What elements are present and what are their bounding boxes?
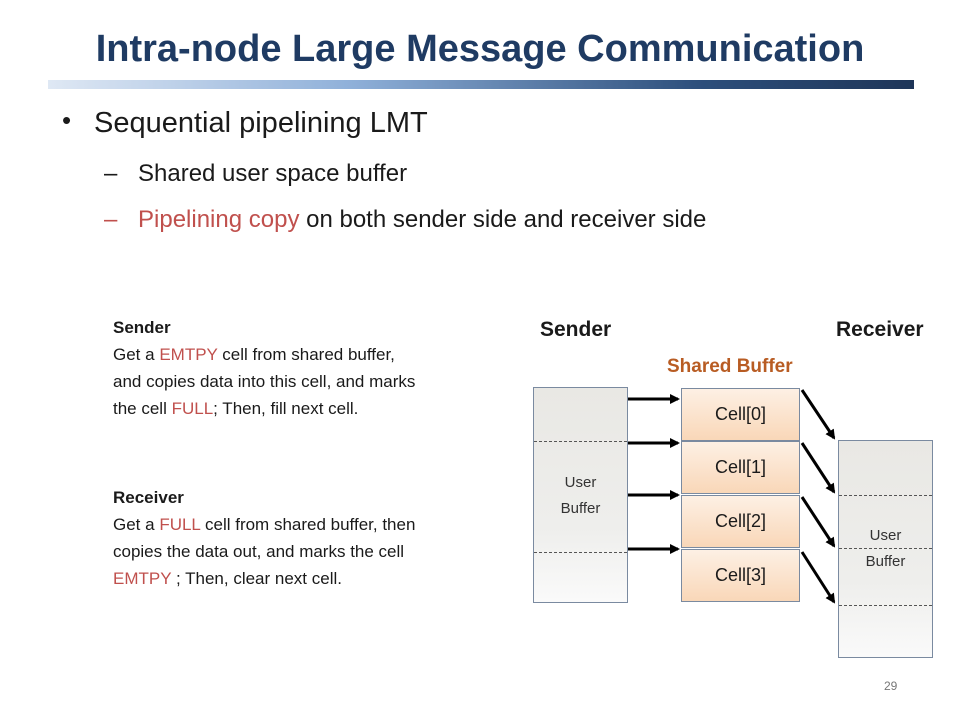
copy-out-arrow-3 — [800, 551, 836, 604]
slide-title: Intra-node Large Message Communication — [95, 28, 865, 70]
title-underline — [48, 80, 914, 89]
buffer-divider — [839, 605, 932, 606]
sub-bullet-2-text: on both sender side and receiver side — [299, 206, 707, 233]
sub-bullet-2: –Pipelining copy on both sender side and… — [104, 206, 706, 234]
user-buffer-label-line1: User — [869, 527, 902, 544]
receiver-column-label: Receiver — [836, 318, 924, 341]
receiver-user-buffer: User Buffer — [838, 440, 933, 658]
sender-desc-heading: Sender — [113, 318, 171, 337]
sub-bullet-2-highlight: Pipelining copy — [138, 206, 300, 233]
text-run: the cell — [113, 399, 172, 418]
buffer-divider — [839, 548, 932, 549]
user-buffer-label-line2: Buffer — [560, 500, 601, 517]
text-run: ; Then, fill next cell. — [213, 399, 359, 418]
copy-out-arrow-0 — [800, 389, 836, 440]
main-bullet-text: Sequential pipelining LMT — [94, 107, 428, 139]
text-run: Get a — [113, 345, 160, 364]
keyword-full: FULL — [159, 515, 201, 534]
receiver-desc-heading: Receiver — [113, 488, 184, 507]
sender-column-label: Sender — [540, 318, 612, 341]
sender-desc-line-3: the cell FULL; Then, fill next cell. — [113, 395, 415, 422]
shared-buffer-cell-2: Cell[2] — [681, 495, 800, 548]
dash-icon: – — [104, 206, 118, 233]
buffer-divider — [534, 552, 627, 553]
text-run: cell from shared buffer, then — [200, 515, 416, 534]
shared-buffer-label: Shared Buffer — [667, 356, 793, 377]
sender-desc-line-2: and copies data into this cell, and mark… — [113, 372, 416, 391]
user-buffer-label-line1: User — [564, 474, 597, 491]
sub-bullet-1: –Shared user space buffer — [104, 160, 407, 188]
shared-buffer-cell-3: Cell[3] — [681, 549, 800, 602]
page-number: 29 — [884, 679, 898, 693]
receiver-description: Receiver Get a FULL cell from shared buf… — [113, 484, 415, 592]
copy-out-arrow-2 — [800, 496, 836, 548]
text-run: ; Then, clear next cell. — [171, 569, 342, 588]
buffer-divider — [534, 441, 627, 442]
sender-user-buffer: User Buffer — [533, 387, 628, 603]
keyword-full: FULL — [171, 399, 214, 418]
keyword-empty: EMTPY — [113, 569, 172, 588]
bullet-dot-icon: • — [62, 105, 72, 135]
dash-icon: – — [104, 160, 118, 187]
text-run: cell from shared buffer, — [217, 345, 395, 364]
text-run: Get a — [113, 515, 160, 534]
buffer-divider — [839, 495, 932, 496]
receiver-desc-line-1: Get a FULL cell from shared buffer, then — [113, 511, 415, 538]
sender-description: Sender Get a EMTPY cell from shared buff… — [113, 314, 415, 422]
receiver-desc-line-2: copies the data out, and marks the cell — [113, 542, 405, 561]
receiver-desc-line-3: EMTPY ; Then, clear next cell. — [113, 565, 415, 592]
sender-desc-line-1: Get a EMTPY cell from shared buffer, — [113, 341, 415, 368]
shared-buffer-cell-1: Cell[1] — [681, 441, 800, 494]
sub-bullet-1-text: Shared user space buffer — [138, 160, 408, 187]
shared-buffer-cell-0: Cell[0] — [681, 388, 800, 441]
user-buffer-label-line2: Buffer — [865, 553, 906, 570]
keyword-empty: EMTPY — [159, 345, 218, 364]
copy-out-arrow-1 — [800, 442, 836, 494]
